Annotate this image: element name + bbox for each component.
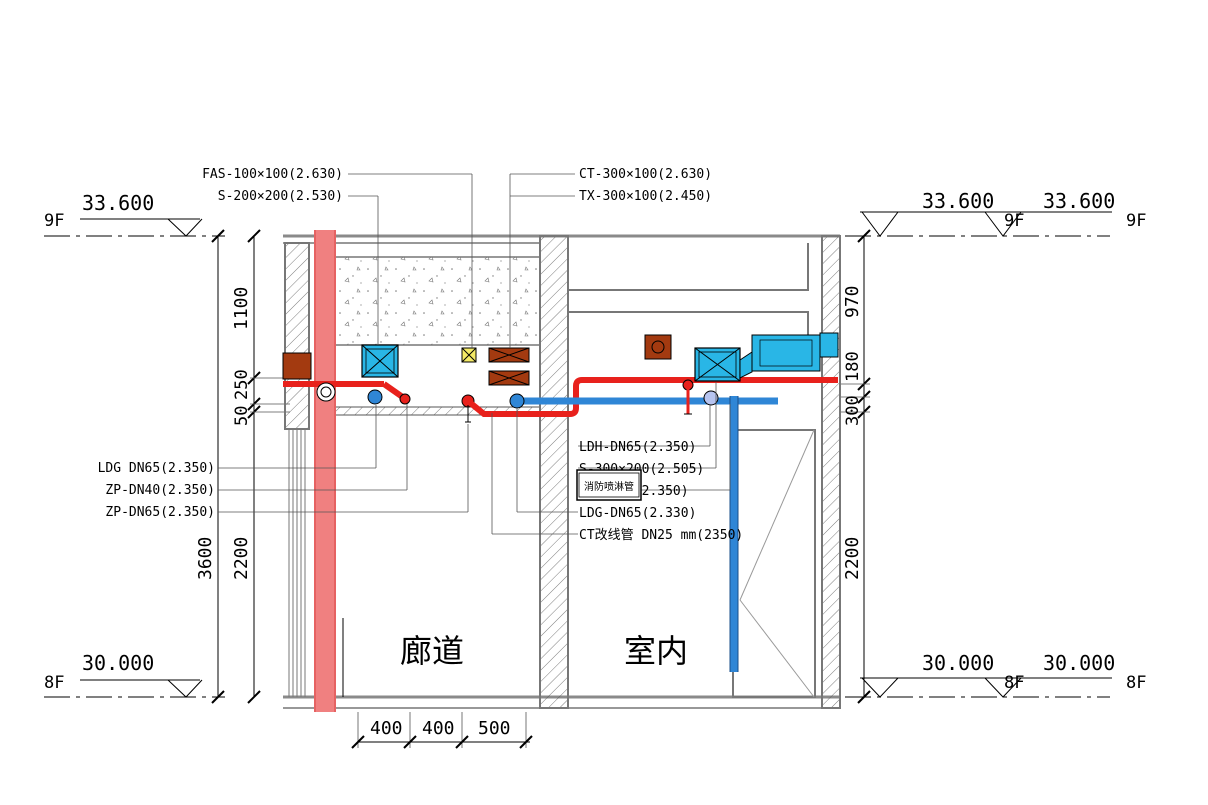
dim-970: 970 <box>842 285 863 318</box>
level-value-bottom-right: 30.000 <box>1043 651 1115 675</box>
supply-pipe-main <box>461 377 838 423</box>
room-label-corridor: 廊道 <box>400 632 464 670</box>
dim-2200-left: 2200 <box>231 537 252 580</box>
dim-300: 300 <box>843 395 863 426</box>
level-value-top-left: 33.600 <box>82 191 154 215</box>
label-ldh-right: LDH-DN65(2.350) <box>579 440 696 455</box>
tx-tray-icon <box>488 370 530 386</box>
dimension-chain-right: 970 180 300 2200 <box>840 229 871 704</box>
dim-1100: 1100 <box>231 287 252 330</box>
label-fire-pipe: 消防喷淋管 <box>584 480 634 493</box>
floor-label-8f-mid: 8F <box>1004 673 1024 693</box>
fan-coil-unit <box>739 332 839 379</box>
annotation-labels: FAS-100×100(2.630) S-200×200(2.530) CT-3… <box>98 167 744 543</box>
dim-400-a: 400 <box>370 718 403 739</box>
label-ct-conduit: CT改线管 DN25 mm(2350) <box>579 528 743 543</box>
label-s-duct-left: S-200×200(2.530) <box>218 189 343 204</box>
level-value-bottom-left: 30.000 <box>82 651 154 675</box>
ct-tray-icon <box>488 347 530 363</box>
equipment-box-right <box>644 334 672 360</box>
label-zp40: ZP-DN40(2.350) <box>105 483 215 498</box>
leader-lines <box>218 173 731 535</box>
label-ldg-right: LDG-DN65(2.330) <box>579 506 696 521</box>
fas-duct-icon <box>461 347 477 363</box>
floor-label-9f-left: 9F <box>44 211 64 231</box>
fire-pipe-tag <box>576 469 642 501</box>
equipment-circle-icon <box>651 340 665 354</box>
floor-label-9f-right: 9F <box>1126 211 1146 231</box>
label-fas: FAS-100×100(2.630) <box>202 167 343 182</box>
level-marker-top-right: 33.600 9F 33.600 9F <box>845 189 1146 237</box>
dim-250: 250 <box>232 369 252 400</box>
label-zp65: ZP-DN65(2.350) <box>105 505 215 520</box>
s-duct-right-icon <box>694 347 741 382</box>
level-marker-top-left: 33.600 9F <box>44 191 225 237</box>
floor-label-8f-left: 8F <box>44 673 64 693</box>
level-value-bottom-mid: 30.000 <box>922 651 994 675</box>
dimension-chain-bottom: 400 400 500 <box>351 712 533 749</box>
equipment-box-left <box>282 352 312 380</box>
floor-label-8f-right: 8F <box>1126 673 1146 693</box>
level-marker-bottom-left: 30.000 8F <box>44 651 225 698</box>
dim-180: 180 <box>843 351 863 382</box>
floor-label-9f-mid: 9F <box>1004 211 1024 231</box>
riser-pipe <box>314 230 336 712</box>
dim-500: 500 <box>478 718 511 739</box>
level-value-top-mid: 33.600 <box>922 189 994 213</box>
dim-3600: 3600 <box>195 537 216 580</box>
dimension-chain-left: 3600 1100 250 50 2200 <box>195 229 290 704</box>
label-ldg-left: LDG DN65(2.350) <box>98 461 215 476</box>
label-ct: CT-300×100(2.630) <box>579 167 712 182</box>
dim-50: 50 <box>232 406 252 426</box>
valve-right <box>682 379 719 415</box>
level-value-top-right: 33.600 <box>1043 189 1115 213</box>
room-label-indoor: 室内 <box>624 632 688 670</box>
supply-pipe-left <box>283 381 411 405</box>
level-marker-bottom-right: 30.000 8F 30.000 8F <box>845 651 1146 698</box>
building-structure <box>283 234 841 709</box>
label-tx: TX-300×100(2.450) <box>579 189 712 204</box>
dim-400-b: 400 <box>422 718 455 739</box>
dim-2200-right: 2200 <box>842 537 863 580</box>
s-duct-left-icon <box>361 344 399 378</box>
